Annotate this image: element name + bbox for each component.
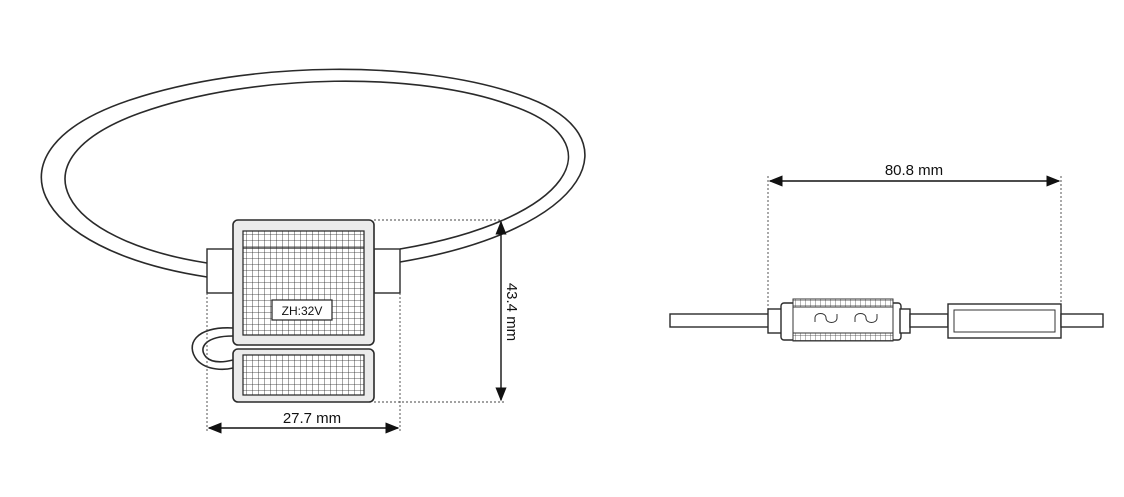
bottom-wire-loop xyxy=(191,327,234,371)
length-dimension-label: 80.8 mm xyxy=(885,162,943,179)
voltage-label-box xyxy=(271,299,333,321)
left-connector xyxy=(206,248,234,294)
side-wire-mid xyxy=(909,313,949,328)
fuse-element-left xyxy=(814,313,838,323)
height-dimension-label: 43.4 mm xyxy=(503,283,520,341)
width-dimension-label: 27.7 mm xyxy=(283,410,341,427)
side-cap-inner xyxy=(953,309,1056,333)
side-body-hatch-top xyxy=(792,298,894,308)
right-connector xyxy=(373,248,401,294)
side-view: 80.8 mm xyxy=(669,162,1104,342)
side-cap xyxy=(947,303,1062,339)
bottom-wire-loop-inner xyxy=(202,335,234,363)
side-connector-left xyxy=(767,308,783,334)
voltage-label: ZH:32V xyxy=(282,304,323,318)
wire-loop-inner xyxy=(64,80,570,264)
side-wire-right xyxy=(1060,313,1104,328)
side-connector-mid xyxy=(899,308,911,334)
side-body-hatch-bottom xyxy=(792,332,894,342)
side-wire-left xyxy=(669,313,771,328)
wire-loop-outer xyxy=(40,68,586,278)
fuse-grid-lower xyxy=(242,354,365,396)
front-view: ZH:32V 27.7 mm 43.4 mm xyxy=(40,68,586,434)
fuse-element-right xyxy=(854,313,878,323)
